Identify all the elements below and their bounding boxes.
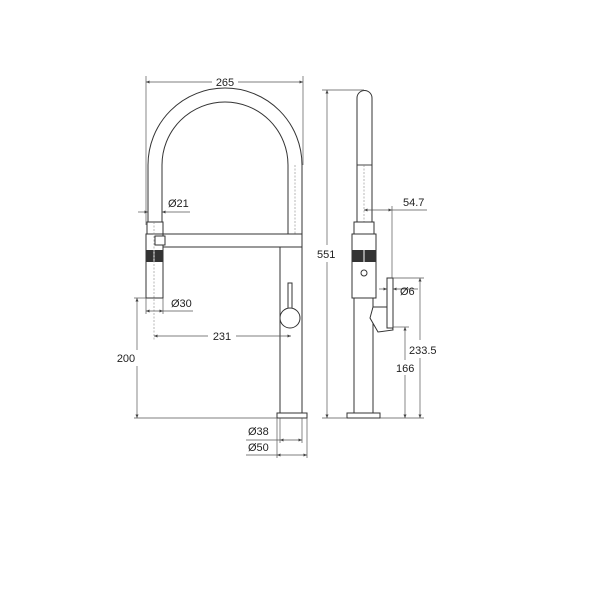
side-base bbox=[346, 412, 381, 419]
dim-spray-head-diameter: Ø30 bbox=[171, 298, 192, 310]
dim-overall-width: 265 bbox=[216, 77, 234, 89]
faucet-body bbox=[279, 246, 303, 414]
side-spray-head bbox=[351, 233, 377, 299]
side-lever bbox=[386, 277, 394, 329]
side-view: 551 54.7 Ø6 233.5 166 bbox=[317, 89, 437, 419]
dim-overall-height: 551 bbox=[317, 249, 335, 261]
dim-lever-pivot-height: 166 bbox=[396, 363, 414, 375]
dim-lever-diameter: Ø6 bbox=[400, 286, 415, 298]
spout-arm bbox=[154, 233, 303, 248]
dim-hose-diameter: Ø21 bbox=[168, 198, 189, 210]
spray-collar bbox=[146, 221, 164, 235]
side-body bbox=[353, 297, 374, 414]
faucet-base bbox=[276, 412, 308, 419]
front-view: 265 Ø21 Ø30 231 200 Ø38 Ø50 bbox=[117, 76, 308, 458]
gooseneck-hose bbox=[147, 87, 303, 237]
dim-spout-reach: 231 bbox=[213, 331, 231, 343]
side-hose bbox=[356, 90, 373, 225]
dim-lever-offset: 54.7 bbox=[403, 197, 424, 209]
dim-spray-head-height: 200 bbox=[117, 353, 135, 365]
dim-body-diameter: Ø38 bbox=[248, 426, 269, 438]
lever-rod bbox=[287, 282, 293, 311]
lever-handle bbox=[279, 307, 301, 329]
dim-lever-top-height: 233.5 bbox=[409, 345, 437, 357]
dim-base-diameter: Ø50 bbox=[248, 442, 269, 454]
